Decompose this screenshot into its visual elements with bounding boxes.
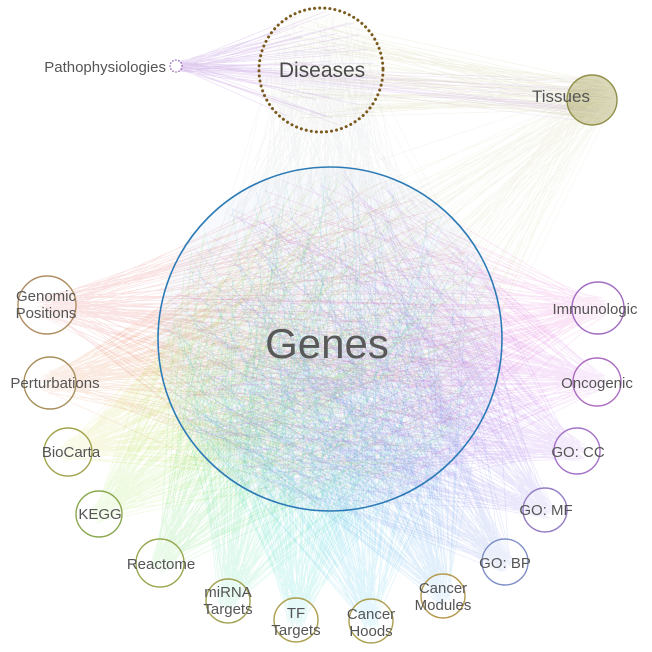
node-label-genes: Genes: [265, 320, 389, 367]
edge-bundle-perturbations-genes: [38, 182, 483, 492]
node-kegg[interactable]: [75, 490, 123, 538]
edge-bundle-diseases-tissues: [273, 20, 614, 119]
node-biocarta[interactable]: [43, 427, 93, 477]
edge-bundle-pathophysiologies-diseases: [172, 11, 377, 126]
node-label-immunologic: Immunologic: [552, 301, 638, 318]
node-label-kegg: KEGG: [78, 506, 121, 523]
edge-bundle-kegg-genes: [89, 173, 487, 525]
node-cancer_modules[interactable]: [420, 573, 466, 619]
node-cancer_hoods[interactable]: [348, 598, 394, 644]
edge-bundle-reactome-genes: [149, 178, 488, 574]
node-go_cc[interactable]: [553, 427, 601, 475]
node-tissues[interactable]: [566, 74, 618, 126]
edge-bundle-genes-diseases: [173, 15, 484, 497]
node-reactome[interactable]: [135, 538, 185, 588]
node-diseases[interactable]: [257, 6, 385, 134]
edge-bundle-immunologic-genes: [170, 179, 609, 495]
edge-bundle-go_mf-genes: [180, 170, 555, 520]
node-label-go_mf: GO: MF: [519, 502, 572, 519]
node-perturbations[interactable]: [23, 356, 77, 410]
node-genomic_positions[interactable]: [17, 275, 77, 335]
node-go_bp[interactable]: [481, 538, 529, 586]
node-label-pathophysiologies: Pathophysiologies: [44, 59, 166, 76]
node-label-reactome: Reactome: [127, 556, 195, 573]
node-label-biocarta: BioCarta: [42, 444, 101, 461]
node-pathophysiologies[interactable]: [169, 59, 183, 73]
node-label-oncogenic: Oncogenic: [561, 375, 633, 392]
edge-bundle-biocarta-genes: [57, 172, 493, 479]
labels-layer: Genes Diseases PathophysiologiesTissuesGen…: [10, 59, 638, 640]
node-label-go_bp: GO: BP: [479, 555, 531, 572]
edge-bundle-mirna_targets-genes: [167, 176, 483, 611]
edge-bundle-cancer_modules-genes: [171, 216, 487, 606]
node-go_mf[interactable]: [522, 487, 568, 533]
edge-bundle-oncogenic-genes: [174, 180, 608, 487]
node-label-perturbations: Perturbations: [10, 375, 99, 392]
edge-bundle-genomic_positions-genes: [36, 197, 497, 506]
node-oncogenic[interactable]: [572, 357, 622, 407]
node-mirna_targets[interactable]: [205, 578, 251, 624]
node-tf_targets[interactable]: [273, 597, 319, 643]
nodes-layer: [17, 6, 625, 644]
node-immunologic[interactable]: [571, 281, 625, 335]
node-label-diseases: Diseases: [279, 59, 365, 82]
node-label-tissues: Tissues: [532, 87, 590, 106]
node-label-go_cc: GO: CC: [551, 444, 605, 461]
node-genes[interactable]: [157, 166, 503, 512]
edge-bundle-go_bp-genes: [163, 185, 516, 573]
edge-bundle-tf_targets-genes: [171, 176, 486, 629]
edge-bundle-cancer_hoods-genes: [167, 182, 488, 630]
edges-layer: [36, 11, 614, 630]
